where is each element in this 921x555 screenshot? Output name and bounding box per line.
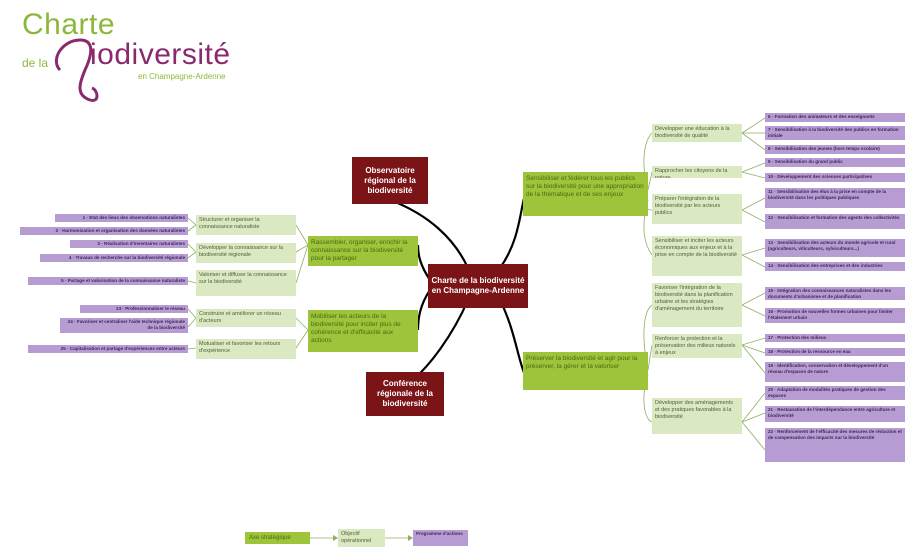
objective-valoriser: Valoriser et diffuser la connaissance su…	[196, 270, 296, 296]
axis-mobiliser: Mobiliser les acteurs de la biodiversité…	[308, 310, 418, 352]
action-13: 13 · Sensibilisation des acteurs du mond…	[765, 239, 905, 257]
action-06: 6 · Formation des animateurs et des ense…	[765, 113, 905, 122]
action-11: 11 · Sensibilisation des élus à la prise…	[765, 188, 905, 208]
objective-amenagements: Développer des aménagements et des prati…	[652, 398, 742, 434]
objective-mutualiser: Mutualiser et favoriser les retours d'ex…	[196, 339, 296, 359]
conference-node: Conférence régionale de la biodiversité	[366, 372, 444, 416]
action-14: 14 · Sensibilisation des entreprises et …	[765, 262, 905, 271]
action-20: 20 · Adaptation de modalités pratiques d…	[765, 386, 905, 400]
logo-title-charte: Charte	[22, 8, 116, 41]
action-05: 5 · Partage et valorisation de la connai…	[28, 277, 188, 285]
central-node: Charte de la biodiversité en Champagne-A…	[428, 264, 528, 308]
action-09: 9 · Sensibilisation du grand public	[765, 158, 905, 167]
connector-central-to-observatoire	[389, 198, 469, 269]
objective-developper-connaissance: Développer la connaissance sur la biodiv…	[196, 243, 296, 263]
objective-protection: Renforcer la protection et la préservati…	[652, 334, 742, 358]
connector-central-to-axis-rassembler	[416, 244, 431, 281]
logo-region: en Champagne-Ardenne	[138, 72, 226, 81]
objective-acteurs-economiques: Sensibiliser et inciter les acteurs écon…	[652, 236, 742, 276]
action-01: 1 · Etat des lieux des observations natu…	[55, 214, 188, 222]
connector-central-to-axis-preserver	[499, 299, 527, 376]
action-16: 16 · Promotion de nouvelles formes urbai…	[765, 308, 905, 323]
action-04: 4 · Travaux de recherche sur la biodiver…	[40, 254, 188, 262]
action-25: 25 · Capitalisation et partage d'expérie…	[28, 345, 188, 353]
connector-central-to-axis-mobiliser	[416, 289, 431, 331]
action-18: 18 · Protection de la ressource en eau	[765, 348, 905, 356]
action-24: 24 · Favoriser et centraliser l'aide tec…	[60, 318, 188, 333]
axis-rassembler: Rassembler, organiser, enrichir la conna…	[308, 236, 418, 266]
action-23: 23 · Professionnaliser le réseau	[80, 305, 188, 313]
objective-education: Développer une éducation à la biodiversi…	[652, 124, 742, 142]
action-02: 2 · Harmonisation et organisation des do…	[20, 227, 188, 235]
objective-planification: Favoriser l'intégration de la biodiversi…	[652, 283, 742, 327]
action-12: 12 · Sensibilisation et formation des ag…	[765, 214, 905, 229]
legend-axe: Axe stratégique	[245, 532, 310, 544]
action-21: 21 · Restauration de l'interdépendance e…	[765, 406, 905, 422]
objective-structurer: Structurer et organiser la connaissance …	[196, 215, 296, 235]
action-10: 10 · Développement des sciences particip…	[765, 173, 905, 182]
logo-de-la: de la	[22, 56, 49, 70]
action-19: 19 · Identification, conservation et dév…	[765, 362, 905, 382]
legend-objectif: Objectif opérationnel	[338, 529, 385, 547]
objective-reseau: Construire et améliorer un réseau d'acte…	[196, 309, 296, 327]
action-15: 15 · Intégration des connaissances natur…	[765, 287, 905, 300]
action-22: 22 · Renforcement de l'efficacité des me…	[765, 428, 905, 462]
action-17: 17 · Protection des milieux	[765, 334, 905, 342]
axis-sensibiliser: Sensibiliser et fédérer tous les publics…	[523, 172, 648, 216]
objective-acteurs-publics: Préparer l'intégration de la biodiversit…	[652, 194, 742, 224]
observatoire-node: Observatoire régional de la biodiversité	[352, 157, 428, 204]
connector-central-to-axis-sensibiliser	[499, 194, 527, 269]
logo-title-biodiversite: iodiversité	[90, 38, 231, 71]
action-03: 3 · Réalisation d'inventaires naturalist…	[70, 240, 188, 248]
objective-rapprocher: Rapprocher les citoyens de la nature	[652, 166, 742, 178]
logo-swoosh	[54, 38, 99, 102]
action-07: 7 · Sensibilisation à la biodiversité de…	[765, 126, 905, 140]
legend-actions: Programme d'actions	[413, 530, 468, 546]
axis-preserver: Préserver la biodiversité et agir pour l…	[523, 352, 648, 390]
action-08: 8 · Sensibilisation des jeunes (hors tem…	[765, 145, 905, 154]
